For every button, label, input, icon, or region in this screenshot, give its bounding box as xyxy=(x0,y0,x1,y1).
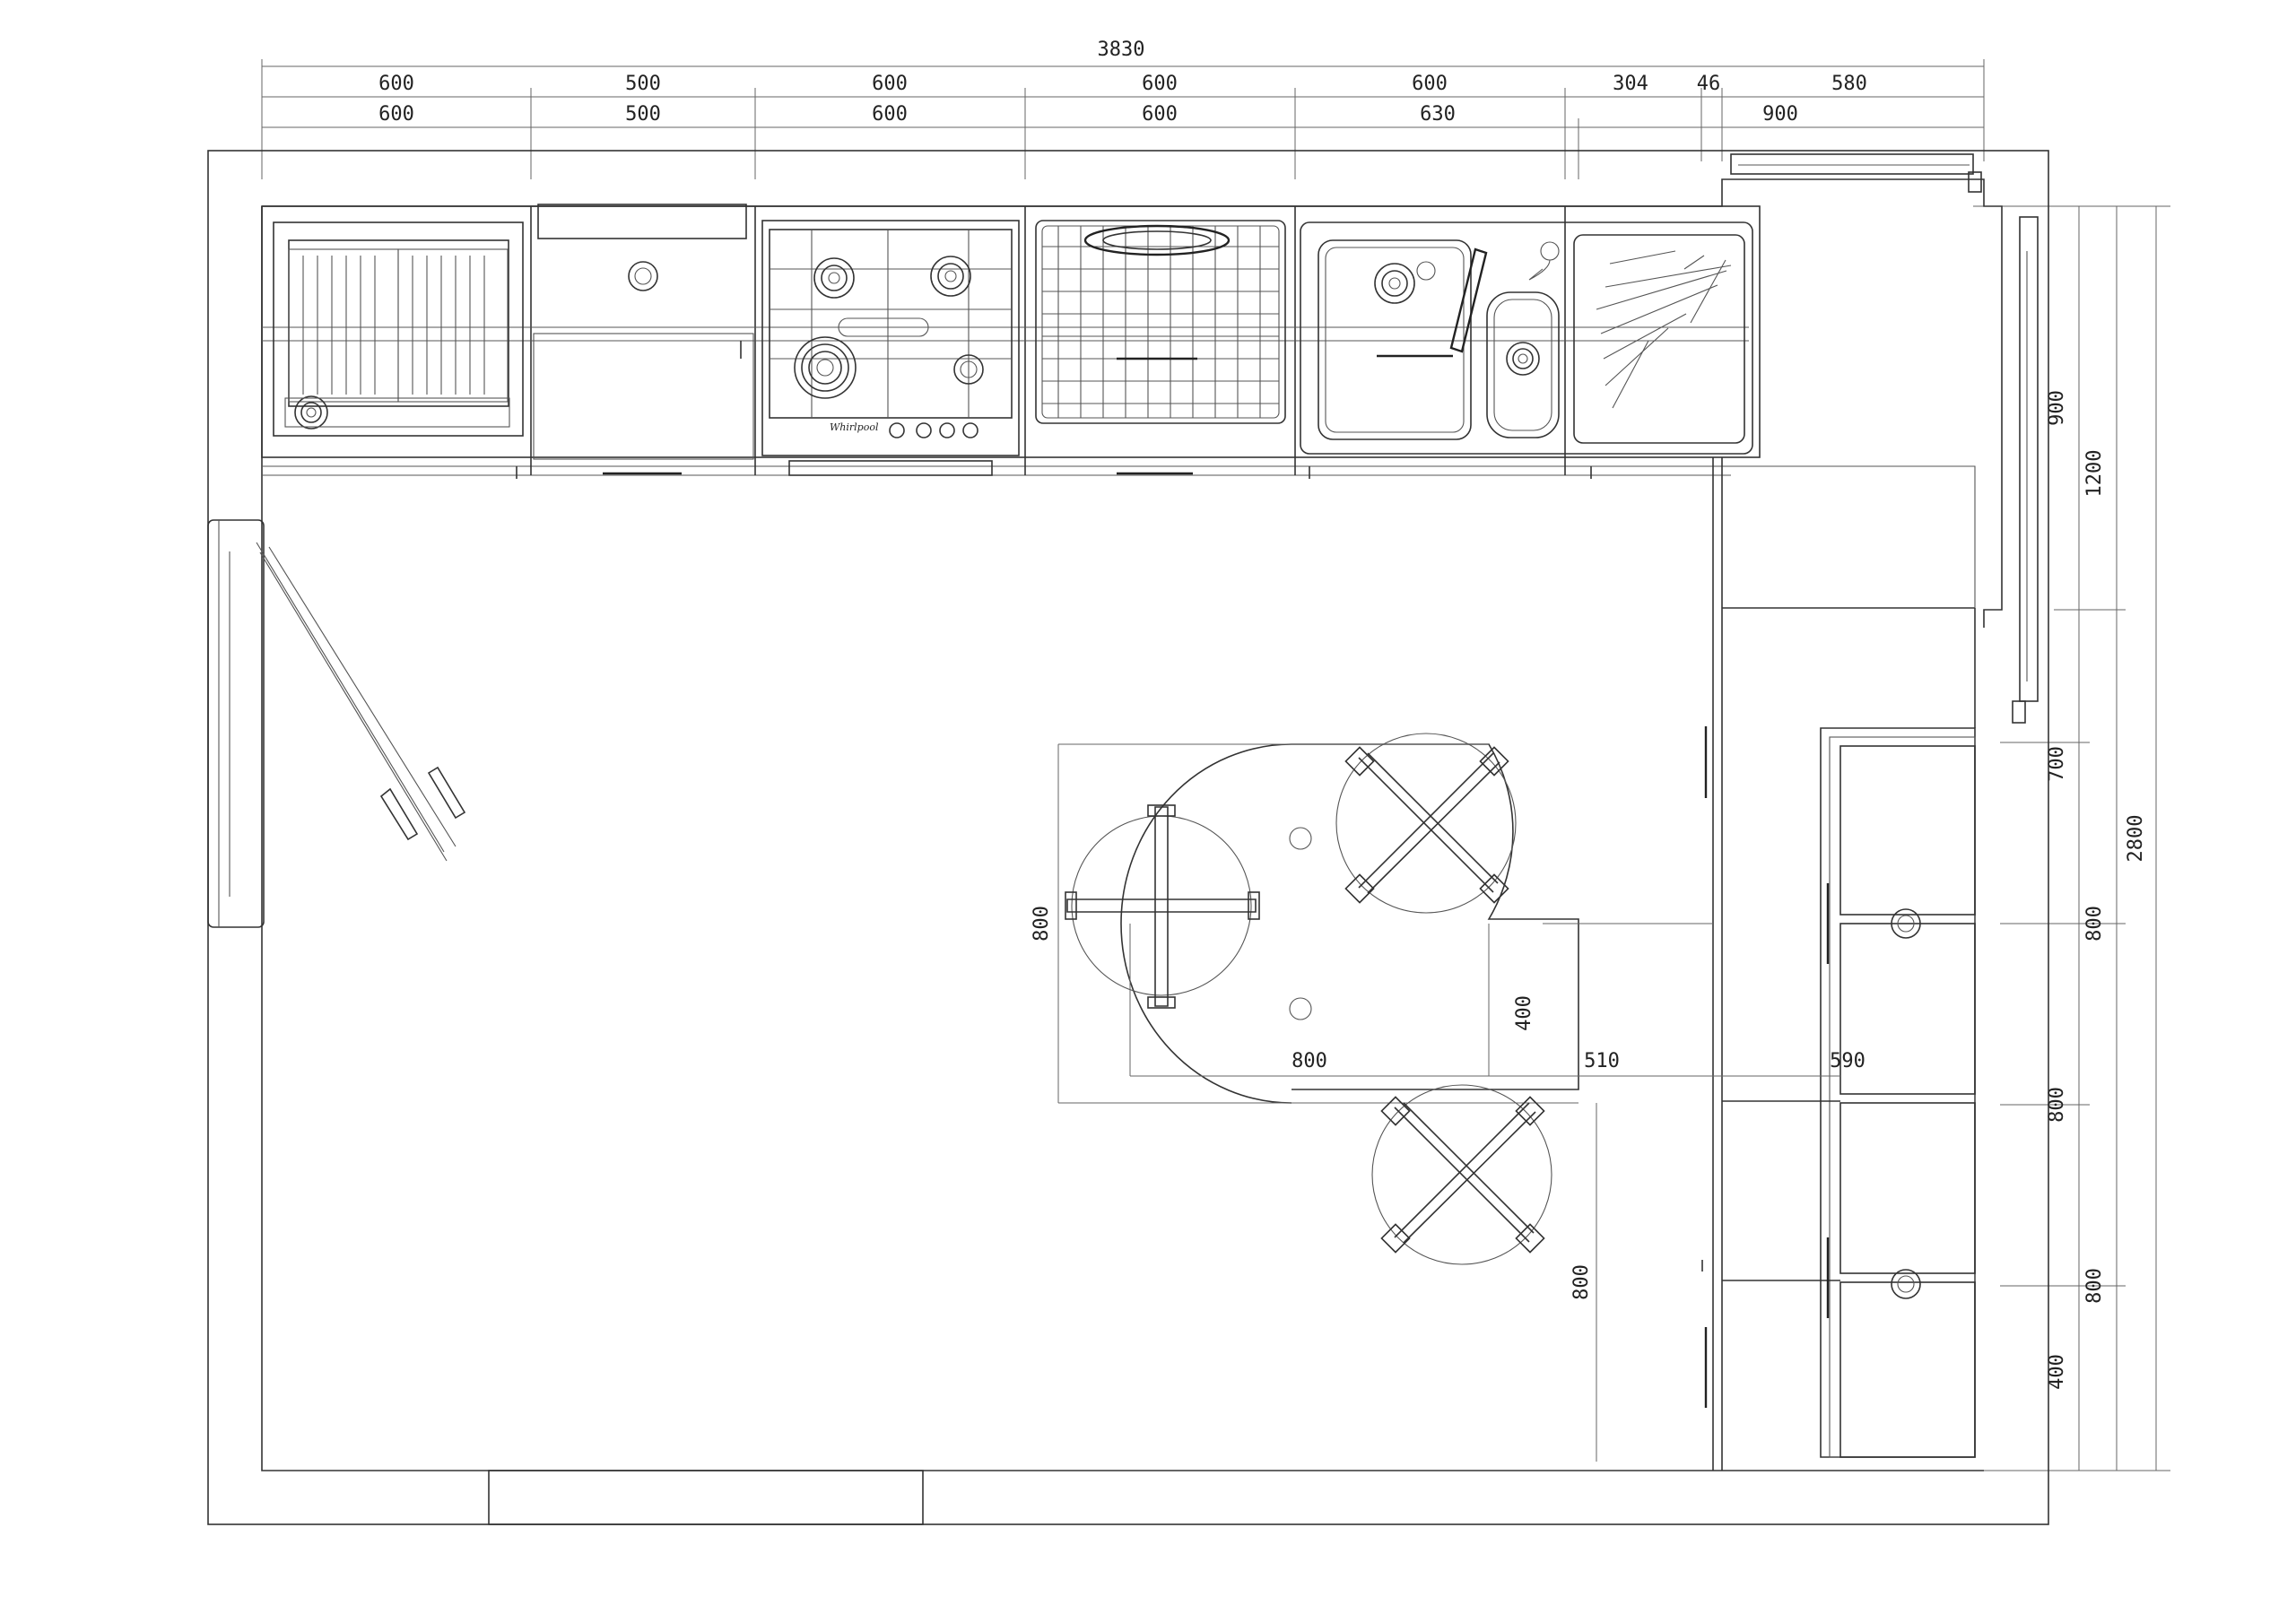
dim-top2-5: 900 xyxy=(1762,103,1798,126)
dim-top2-3: 600 xyxy=(1142,103,1178,126)
stool-2 xyxy=(1335,733,1517,914)
hob-brand-label: Whirlpool xyxy=(830,421,879,433)
dim-right2-0: 1200 xyxy=(2083,450,2106,498)
oven-rack xyxy=(1035,220,1286,424)
dim-right1-2: 800 xyxy=(2046,1087,2068,1123)
dim-top1-1: 500 xyxy=(625,73,661,95)
dim-top2-4: 630 xyxy=(1420,103,1456,126)
burner-front-left xyxy=(794,336,857,399)
dim-table-offset: 400 xyxy=(1513,995,1535,1031)
burner-front-right xyxy=(953,354,984,385)
dim-total-width: 3830 xyxy=(1098,39,1145,61)
dim-table-height: 800 xyxy=(1031,906,1053,942)
stool-3 xyxy=(1371,1084,1552,1265)
dim-top1-4: 600 xyxy=(1412,73,1448,95)
hob-knobs[interactable] xyxy=(889,422,978,438)
dim-table-width: 800 xyxy=(1292,1050,1327,1072)
top-dimensions: 3830 600 500 600 600 600 304 46 580 600 … xyxy=(261,39,1985,179)
stool-1 xyxy=(1065,804,1260,1009)
dim-top2-2: 600 xyxy=(872,103,908,126)
dim-top2-0: 600 xyxy=(378,103,414,126)
dim-right1-0: 900 xyxy=(2046,390,2068,426)
room-walls xyxy=(207,150,2049,1525)
window-right xyxy=(1730,153,2039,724)
cabinet-500 xyxy=(533,204,754,460)
right-dimensions: 900 700 800 400 1200 800 800 2800 xyxy=(1973,205,2170,1471)
dim-table-gap: 510 xyxy=(1584,1050,1620,1072)
dim-top1-6: 46 xyxy=(1697,73,1721,95)
gas-hob: Whirlpool xyxy=(761,220,1020,476)
burner-rear-left xyxy=(813,257,855,299)
base-cabinets-right xyxy=(1701,457,1976,1471)
dim-top2-1: 500 xyxy=(625,103,661,126)
dim-table-bottom: 800 xyxy=(1570,1264,1593,1300)
dim-top1-0: 600 xyxy=(378,73,414,95)
dim-top1-5: 304 xyxy=(1613,73,1648,95)
dim-right1-4: 400 xyxy=(2046,1354,2068,1390)
doorway-threshold xyxy=(488,1470,924,1525)
dim-top1-2: 600 xyxy=(872,73,908,95)
dim-right2-2: 800 xyxy=(2083,1268,2106,1304)
dim-right2-1: 800 xyxy=(2083,906,2106,942)
dim-total-height: 2800 xyxy=(2125,815,2147,863)
dim-top1-3: 600 xyxy=(1142,73,1178,95)
burner-rear-right xyxy=(930,256,971,297)
dim-table-side: 590 xyxy=(1830,1050,1866,1072)
double-sink xyxy=(1300,221,1753,455)
dish-rack xyxy=(273,221,524,437)
window-left xyxy=(207,519,466,928)
base-cabinets-top xyxy=(261,205,1761,479)
dim-top1-7: 580 xyxy=(1831,73,1867,95)
dim-right1-1: 700 xyxy=(2046,746,2068,782)
dining-table: 800 800 400 510 590 800 xyxy=(1031,743,1866,1462)
